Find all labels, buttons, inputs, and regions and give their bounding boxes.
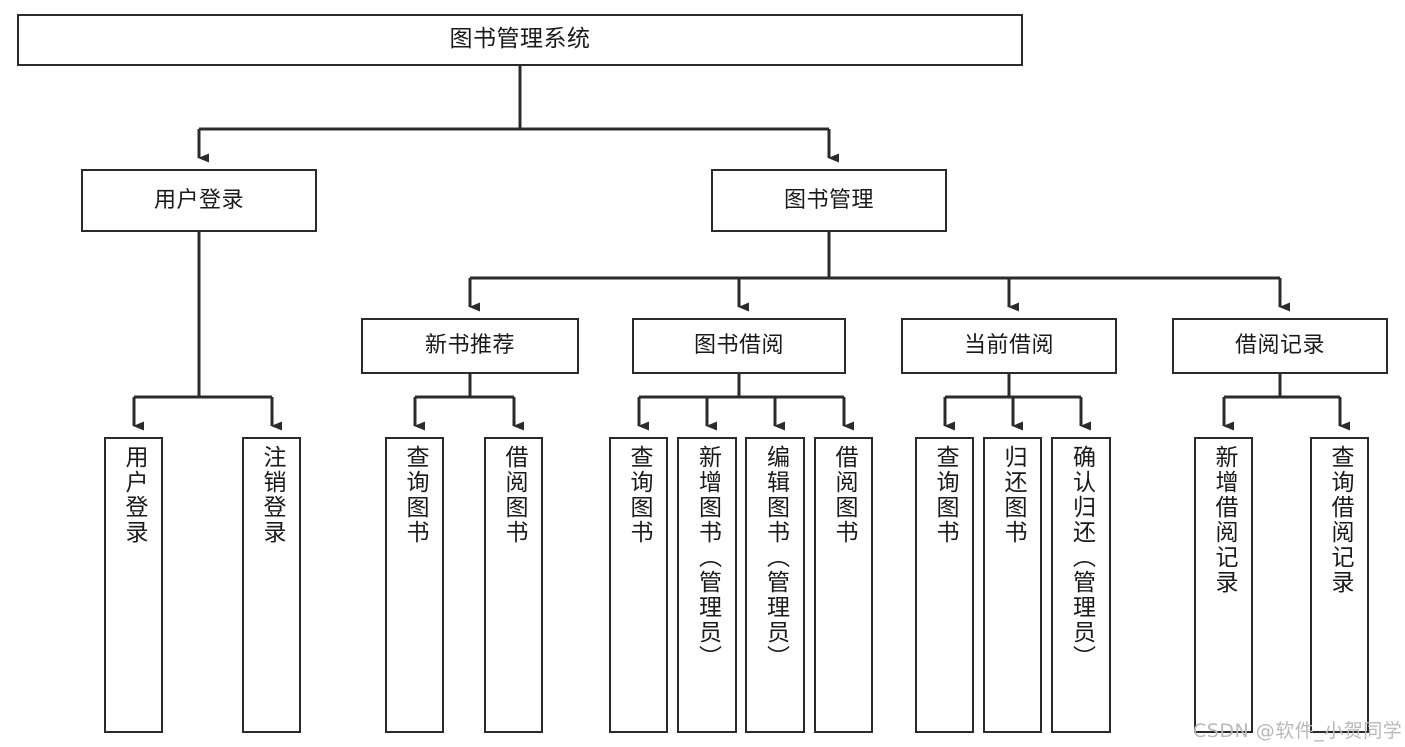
node-label: 用户登录 <box>153 187 244 213</box>
node-records[interactable]: 借阅记录 <box>1172 318 1388 374</box>
node-leaf-bk-edit[interactable]: 编辑图书（管理员） <box>745 437 805 733</box>
node-leaf-nb-borrow[interactable]: 借阅图书 <box>484 437 543 733</box>
node-leaf-user-login[interactable]: 用户登录 <box>104 437 163 733</box>
node-label: 当前借阅 <box>963 333 1054 359</box>
node-label: 归还图书 <box>1000 445 1026 545</box>
node-newbook[interactable]: 新书推荐 <box>361 318 579 374</box>
node-leaf-cur-query[interactable]: 查询图书 <box>915 437 974 733</box>
node-label: 图书管理 <box>783 187 874 213</box>
node-leaf-bk-add[interactable]: 新增图书（管理员） <box>677 437 737 733</box>
node-leaf-user-logout[interactable]: 注销登录 <box>242 437 301 733</box>
node-borrow[interactable]: 图书借阅 <box>632 318 846 374</box>
node-label: 新书推荐 <box>424 333 515 359</box>
node-leaf-cur-return[interactable]: 归还图书 <box>983 437 1042 733</box>
node-leaf-rec-query[interactable]: 查询借阅记录 <box>1310 437 1369 733</box>
node-label: 新增借阅记录 <box>1211 445 1237 595</box>
node-leaf-bk-query[interactable]: 查询图书 <box>609 437 668 733</box>
node-label: 借阅记录 <box>1234 333 1325 359</box>
node-label: 图书管理系统 <box>449 26 591 53</box>
node-label: 借阅图书 <box>501 445 527 545</box>
node-label: 用户登录 <box>121 445 147 545</box>
node-label: 查询图书 <box>402 445 428 545</box>
node-leaf-bk-borrow[interactable]: 借阅图书 <box>814 437 873 733</box>
node-current[interactable]: 当前借阅 <box>901 318 1117 374</box>
edge-group <box>132 66 1350 431</box>
node-label: 注销登录 <box>259 445 285 545</box>
node-bookmgmt[interactable]: 图书管理 <box>711 169 947 232</box>
node-label: 新增图书（管理员） <box>694 445 721 670</box>
node-label: 确认归还（管理员） <box>1068 445 1095 670</box>
node-label: 查询借阅记录 <box>1327 445 1353 595</box>
node-label: 借阅图书 <box>831 445 857 545</box>
node-leaf-cur-confirm[interactable]: 确认归还（管理员） <box>1051 437 1111 733</box>
node-leaf-rec-add[interactable]: 新增借阅记录 <box>1194 437 1253 733</box>
node-root[interactable]: 图书管理系统 <box>17 14 1023 66</box>
node-label: 查询图书 <box>626 445 652 545</box>
node-leaf-nb-query[interactable]: 查询图书 <box>385 437 444 733</box>
node-label: 图书借阅 <box>693 333 784 359</box>
node-label: 编辑图书（管理员） <box>762 445 789 670</box>
node-label: 查询图书 <box>932 445 958 545</box>
node-login[interactable]: 用户登录 <box>81 169 317 232</box>
